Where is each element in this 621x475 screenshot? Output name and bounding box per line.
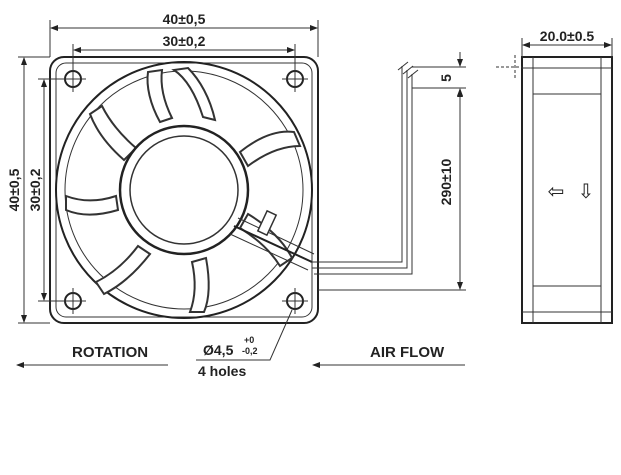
dim-outer-height: 40±0,5 — [6, 168, 22, 211]
label-rotation: ROTATION — [72, 344, 148, 361]
front-view: 40±0,5 30±0,2 40±0,5 30±0,2 Ø4,5 +0 -0,2… — [6, 11, 319, 379]
cable-strut — [229, 209, 315, 271]
hole-diameter: Ø4,5 — [203, 342, 234, 358]
mounting-hole-bottom-right — [282, 288, 308, 314]
blade — [238, 130, 302, 168]
label-air-flow: AIR FLOW — [370, 344, 445, 361]
dim-hole-spacing-height: 30±0,2 — [27, 168, 43, 211]
hole-leader-line — [196, 309, 293, 361]
fan-frame — [49, 56, 319, 324]
cable: 5 290±10 — [310, 52, 466, 291]
blade — [94, 244, 152, 296]
dim-outer-width: 40±0,5 — [163, 11, 206, 27]
airflow-arrow-icon: ⇦ — [548, 179, 565, 203]
dim-wire-spacing: 5 — [438, 74, 454, 82]
mounting-hole-bottom-left — [60, 288, 86, 314]
hole-tolerance-lower: -0,2 — [242, 346, 258, 356]
hole-tolerance-upper: +0 — [244, 335, 254, 345]
mounting-hole-top-right — [282, 66, 308, 92]
blade — [188, 256, 210, 313]
mounting-hole-top-left — [60, 66, 86, 92]
side-body — [521, 56, 613, 324]
dim-depth: 20.0±0.5 — [540, 28, 595, 44]
blade — [88, 104, 138, 162]
dim-cable-length: 290±10 — [438, 158, 454, 205]
side-view: 20.0±0.5 ⇦ ⇩ — [496, 28, 613, 324]
bottom-labels: ROTATION AIR FLOW — [16, 344, 465, 368]
blade — [146, 68, 174, 124]
dim-hole-spacing-width: 30±0,2 — [163, 33, 206, 49]
blade — [65, 194, 120, 216]
fan-hub-inner — [129, 135, 239, 245]
hole-count: 4 holes — [198, 363, 246, 379]
impeller-ring-outer — [55, 61, 313, 319]
mounting-holes — [60, 66, 308, 314]
rotation-arrow-icon: ⇩ — [578, 179, 595, 203]
blade — [171, 66, 217, 122]
